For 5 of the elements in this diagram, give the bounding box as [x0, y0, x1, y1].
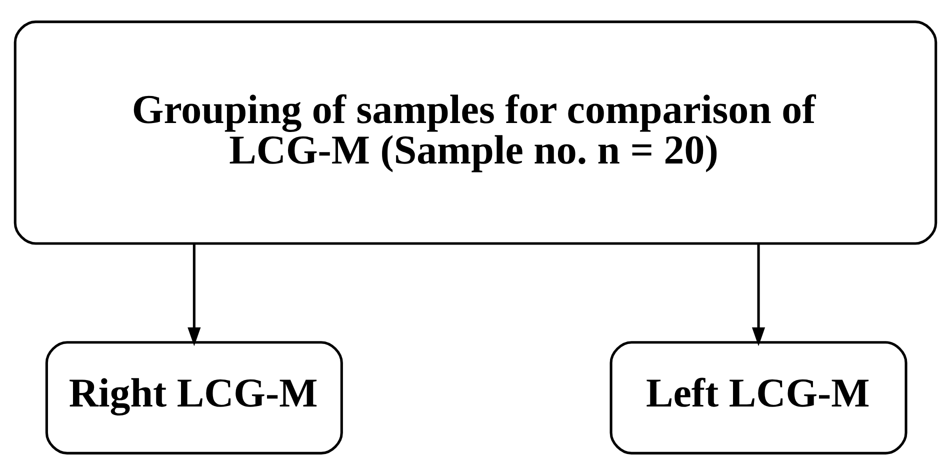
node-box: Grouping of samples for comparison of LCG-M (Sample no. n = 20) [14, 20, 938, 244]
node-box: Left LCG-M [610, 340, 908, 454]
arrow [188, 243, 201, 346]
node-box: Right LCG-M [45, 340, 343, 454]
arrow [752, 243, 766, 346]
